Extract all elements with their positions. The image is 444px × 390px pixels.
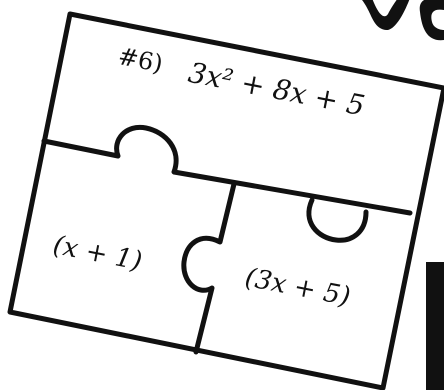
- heading-letter-fragment: [419, 0, 444, 41]
- puzzle-divider-top: [41, 124, 413, 216]
- heading-letter-fragment: [362, 0, 410, 30]
- heading-letter-fragment: [426, 262, 444, 390]
- puzzle: #6) 3x² + 8x + 5 (x + 1) (3x + 5): [7, 11, 444, 390]
- puzzle-outline: [7, 11, 444, 390]
- puzzle-notch: [306, 197, 369, 243]
- puzzle-divider-vertical: [181, 181, 237, 355]
